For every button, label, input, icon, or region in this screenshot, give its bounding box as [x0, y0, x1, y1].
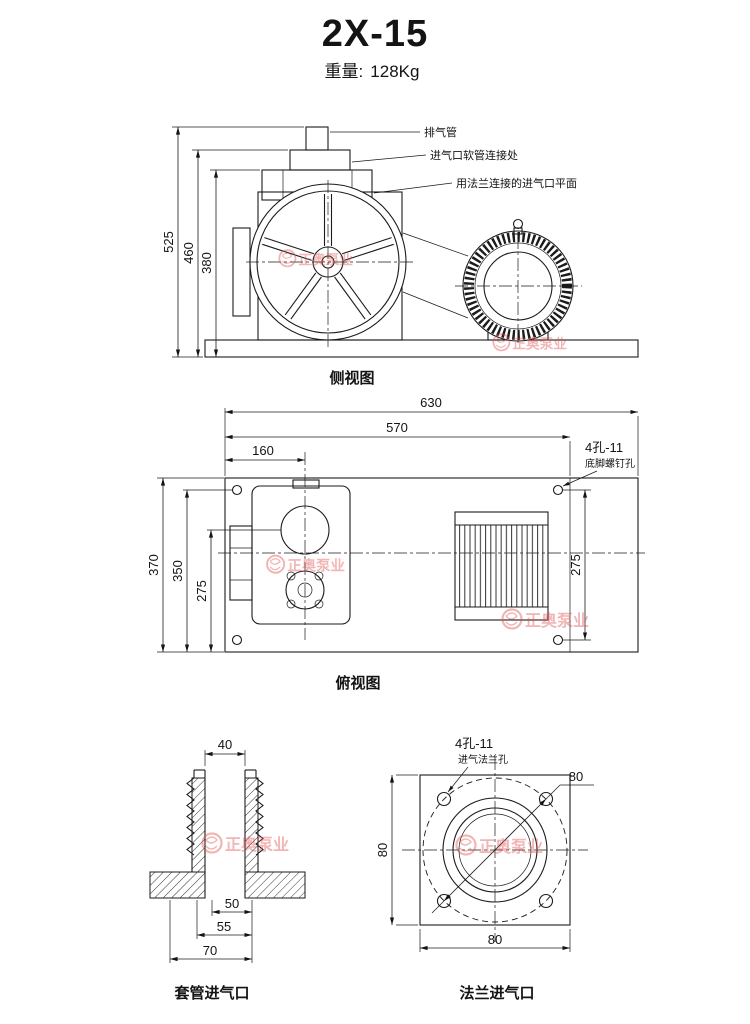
label-exhaust-pipe: 排气管 [424, 125, 457, 139]
side-left-bracket [232, 227, 251, 317]
dim-80-left: 80 [375, 843, 390, 857]
label-flange-holes-note: 进气法兰孔 [458, 753, 508, 766]
watermark [266, 554, 346, 576]
dim-55: 55 [217, 919, 231, 934]
belt-top [402, 232, 469, 257]
dim-160: 160 [252, 443, 274, 458]
dim-350: 350 [170, 560, 185, 582]
side-exhaust-pipe [305, 126, 329, 151]
sleeve-inlet-view: 40 50 55 70 套管进气口 [149, 737, 306, 1002]
dim-275-right: 275 [568, 554, 583, 576]
label-inlet-hose: 进气口软管连接处 [430, 148, 518, 162]
header: 2X-15 重量: 128Kg [322, 13, 428, 81]
side-callouts: 排气管 进气口软管连接处 用法兰连接的进气口平面 [330, 125, 577, 194]
flange-holes-callout: 4孔-11 进气法兰孔 [447, 736, 508, 793]
dim-525: 525 [161, 231, 176, 253]
dim-80-bottom: 80 [488, 932, 502, 947]
top-pump-body [229, 479, 351, 625]
motor-eyebolt [512, 218, 524, 230]
watermark [201, 832, 291, 856]
page-title: 2X-15 [322, 13, 428, 55]
top-wheel-strip [229, 525, 253, 601]
top-base-plate [224, 477, 639, 653]
side-dimensions: 525 460 380 [161, 126, 304, 358]
sleeve-view-caption: 套管进气口 [173, 984, 249, 1002]
dim-460: 460 [181, 242, 196, 264]
label-foot-holes-note: 底脚螺钉孔 [585, 457, 635, 470]
top-view-caption: 俯视图 [335, 674, 380, 692]
bolt-circle [422, 777, 568, 923]
sleeve-dimensions: 40 50 55 70 [169, 737, 253, 963]
dim-380: 380 [199, 252, 214, 274]
belt-bottom [402, 291, 469, 319]
dim-630: 630 [420, 395, 442, 410]
flange-left-dim: 80 [375, 774, 418, 926]
dim-70: 70 [203, 943, 217, 958]
label-flange-holes: 4孔-11 [455, 736, 493, 751]
label-inlet-flange-plane: 用法兰连接的进气口平面 [456, 176, 577, 190]
sleeve-base-left [149, 871, 206, 899]
flange-inlet-view: 80 80 80 4孔-11 进气法兰孔 法兰进气口 [375, 736, 594, 1002]
side-hose-connection [289, 149, 351, 171]
motor-end-view [455, 218, 582, 346]
dim-80-bolt-circle: 80 [569, 769, 583, 784]
dim-40: 40 [218, 737, 232, 752]
flange-view-caption: 法兰进气口 [459, 984, 534, 1002]
sleeve-base-right [244, 871, 306, 899]
side-base-plate [204, 339, 639, 358]
dim-570: 570 [386, 420, 408, 435]
watermark [455, 834, 545, 858]
top-holes-callout: 4孔-11 底脚螺钉孔 [562, 440, 635, 487]
dim-370: 370 [146, 554, 161, 576]
weight-value: 128Kg [370, 62, 419, 81]
side-view-caption: 侧视图 [329, 369, 374, 387]
weight-label: 重量: [325, 62, 364, 81]
weight-line: 重量: 128Kg [325, 62, 420, 81]
dim-275-left: 275 [194, 580, 209, 602]
sleeve-barbs-left [186, 777, 195, 856]
top-motor [454, 511, 549, 621]
flange-bottom-dim: 80 [419, 929, 571, 952]
label-foot-holes: 4孔-11 [585, 440, 623, 455]
top-view: 630 570 160 370 350 275 275 4孔-11 底脚螺钉 [146, 395, 645, 692]
dim-50: 50 [225, 896, 239, 911]
top-dimensions: 630 570 160 370 350 275 275 [146, 395, 639, 653]
